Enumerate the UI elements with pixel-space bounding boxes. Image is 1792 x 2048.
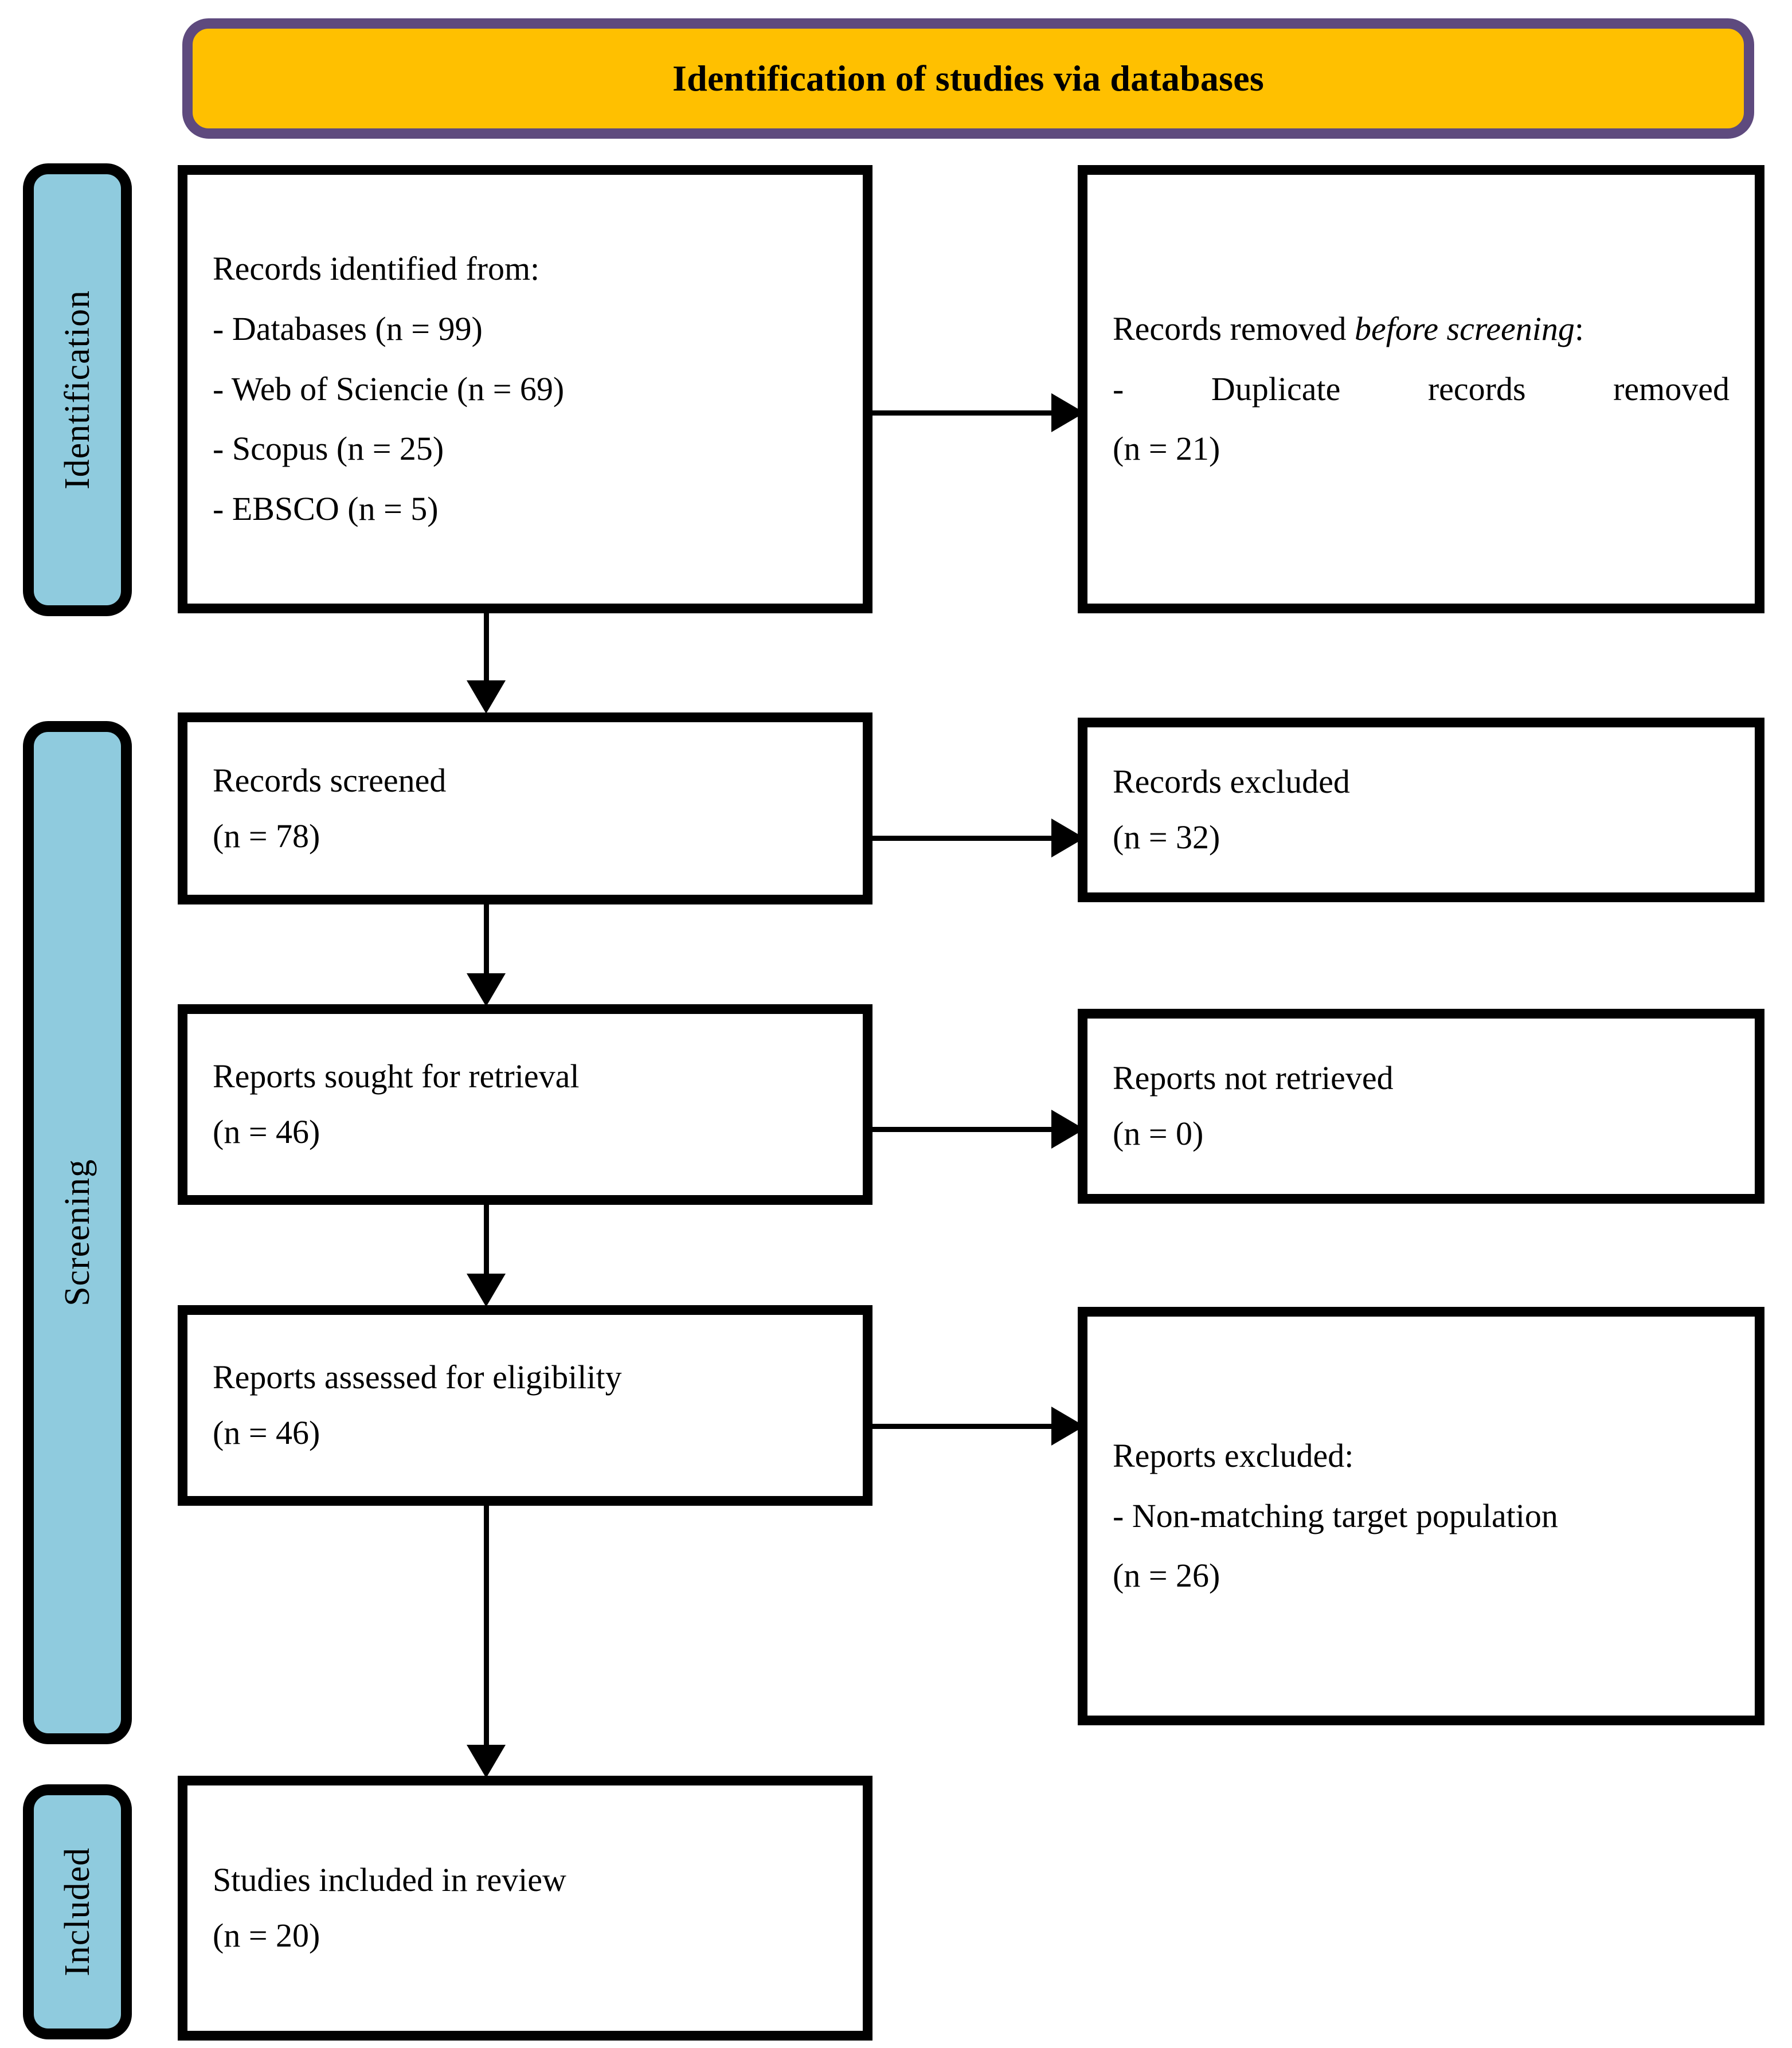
stage-label-included: Included xyxy=(23,1784,132,2039)
box-reports-sought: Reports sought for retrieval (n = 46) xyxy=(178,1004,872,1205)
stage-label-included-text: Included xyxy=(57,1847,97,1976)
arrow-head-down-icon xyxy=(467,973,506,1007)
records-removed-title-italic: before screening xyxy=(1354,310,1575,347)
arrow-head-right-icon xyxy=(1051,819,1085,857)
stage-label-identification-text: Identification xyxy=(57,290,97,490)
box-records-excluded: Records excluded (n = 32) xyxy=(1078,718,1764,902)
reports-sought-title: Reports sought for retrieval xyxy=(213,1058,580,1095)
arrow-shaft xyxy=(866,1424,1051,1429)
arrow-shaft xyxy=(484,1205,489,1274)
arrow-head-down-icon xyxy=(467,1274,506,1307)
arrow-shaft xyxy=(866,410,1051,416)
diagram-header-banner: Identification of studies via databases xyxy=(182,18,1754,139)
reports-not-retrieved-count: (n = 0) xyxy=(1113,1115,1204,1152)
records-identified-line-web-of-science: - Web of Sciencie (n = 69) xyxy=(213,370,565,408)
records-removed-title: Records removed before screening: xyxy=(1113,299,1730,359)
records-removed-title-lead: Records removed xyxy=(1113,310,1355,347)
reports-excluded-count: (n = 26) xyxy=(1113,1557,1220,1595)
box-reports-not-retrieved: Reports not retrieved (n = 0) xyxy=(1078,1009,1764,1204)
stage-label-screening-text: Screening xyxy=(57,1159,97,1306)
arrow-head-down-icon xyxy=(467,680,506,714)
records-screened-count: (n = 78) xyxy=(213,817,320,855)
arrow-shaft xyxy=(484,613,489,680)
reports-excluded-title: Reports excluded: xyxy=(1113,1436,1354,1474)
box-records-screened: Records screened (n = 78) xyxy=(178,712,872,904)
reports-excluded-reason: - Non-matching target population xyxy=(1113,1497,1558,1534)
studies-included-count: (n = 20) xyxy=(213,1917,320,1954)
records-excluded-title: Records excluded xyxy=(1113,763,1350,801)
box-studies-included: Studies included in review (n = 20) xyxy=(178,1776,872,2041)
records-removed-title-tail: : xyxy=(1574,310,1584,347)
records-removed-count: (n = 21) xyxy=(1113,430,1220,468)
arrow-head-down-icon xyxy=(467,1745,506,1778)
records-identified-title: Records identified from: xyxy=(213,249,540,287)
arrow-head-right-icon xyxy=(1051,1110,1085,1149)
arrow-shaft xyxy=(866,1127,1051,1132)
records-screened-title: Records screened xyxy=(213,761,447,799)
box-reports-assessed: Reports assessed for eligibility (n = 46… xyxy=(178,1305,872,1506)
stage-label-screening: Screening xyxy=(23,721,132,1744)
studies-included-title: Studies included in review xyxy=(213,1861,566,1899)
reports-assessed-count: (n = 46) xyxy=(213,1414,320,1451)
box-records-identified: Records identified from: - Databases (n … xyxy=(178,165,872,613)
records-excluded-count: (n = 32) xyxy=(1113,819,1220,856)
arrow-head-right-icon xyxy=(1051,393,1085,432)
records-identified-line-ebsco: - EBSCO (n = 5) xyxy=(213,490,439,528)
arrow-shaft xyxy=(866,836,1051,841)
reports-sought-count: (n = 46) xyxy=(213,1113,320,1150)
box-records-removed: Records removed before screening: - Dupl… xyxy=(1078,165,1764,613)
arrow-shaft xyxy=(484,1506,489,1745)
arrow-head-right-icon xyxy=(1051,1407,1085,1446)
reports-not-retrieved-title: Reports not retrieved xyxy=(1113,1059,1394,1097)
records-identified-line-scopus: - Scopus (n = 25) xyxy=(213,430,444,468)
records-identified-line-databases: - Databases (n = 99) xyxy=(213,310,483,347)
stage-label-identification: Identification xyxy=(23,163,132,616)
box-reports-excluded: Reports excluded: - Non-matching target … xyxy=(1078,1307,1764,1725)
page-title: Identification of studies via databases xyxy=(672,58,1264,99)
reports-assessed-title: Reports assessed for eligibility xyxy=(213,1358,622,1396)
arrow-shaft xyxy=(484,904,489,973)
records-removed-detail: - Duplicate records removed xyxy=(1113,370,1730,408)
